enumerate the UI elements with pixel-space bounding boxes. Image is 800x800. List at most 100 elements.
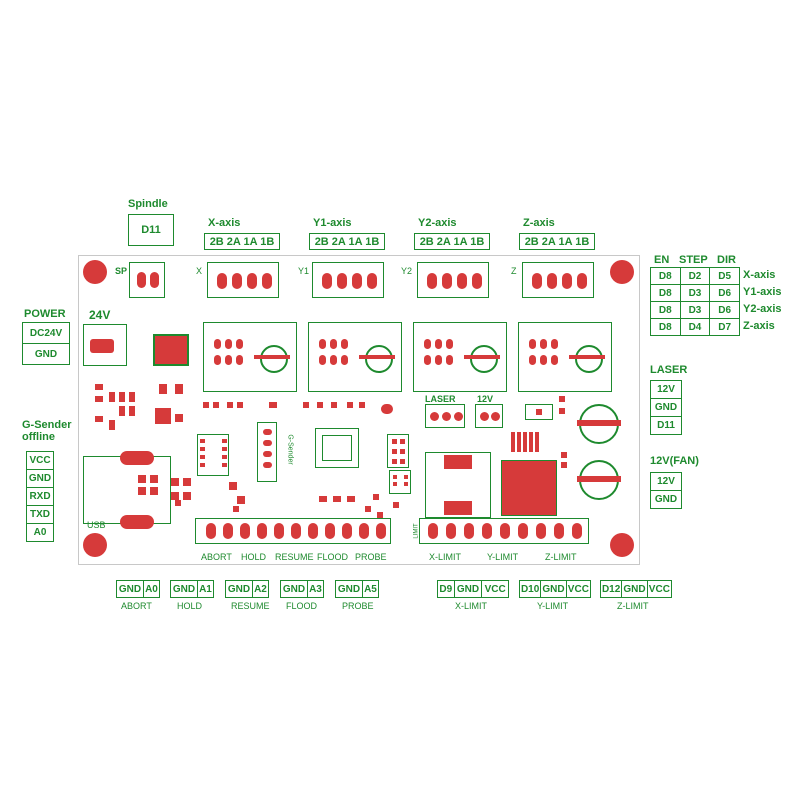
- silk-z: Z: [511, 266, 517, 276]
- row-axis-label: X-axis: [743, 269, 776, 281]
- pin-cell: A2: [251, 580, 270, 598]
- inductor-l1: [425, 452, 491, 518]
- pin-cell: VCC: [565, 580, 592, 598]
- capacitor-c2: [153, 334, 189, 366]
- mounting-hole: [610, 533, 634, 557]
- laser-pins: 12V GND D11: [650, 380, 682, 435]
- y2-axis-pins: 2B 2A 1A 1B: [414, 233, 490, 250]
- fan-pins: 12V GND: [650, 472, 682, 509]
- gsender-pins: VCC GND RXD TXD A0: [26, 451, 54, 542]
- x-axis-pins: 2B 2A 1A 1B: [204, 233, 280, 250]
- y1-motor-connector: [312, 262, 384, 298]
- silk-y-limit: Y-LIMIT: [487, 552, 519, 562]
- pin-cell: 12V: [650, 380, 682, 399]
- pin-cell: D5: [709, 267, 740, 285]
- power-title: POWER: [24, 308, 66, 320]
- y1-axis-pins: 2B 2A 1A 1B: [309, 233, 385, 250]
- silk-z-limit: Z-LIMIT: [545, 552, 577, 562]
- pin-cell: A1: [196, 580, 215, 598]
- silk-y1: Y1: [298, 266, 310, 276]
- gsender-header: [257, 422, 277, 482]
- laser-connector: [425, 404, 465, 428]
- pin-cell: GND: [335, 580, 363, 598]
- probe-label: PROBE: [342, 601, 374, 611]
- pin-cell: 12V: [650, 472, 682, 491]
- pin-cell: GND: [116, 580, 144, 598]
- y2-axis-title: Y2-axis: [418, 217, 457, 229]
- regulator-chip: [501, 460, 557, 516]
- pin-cell: A3: [306, 580, 325, 598]
- pin-cell: GND: [26, 469, 54, 488]
- spindle-title: Spindle: [128, 198, 168, 210]
- silk-x: X: [196, 266, 203, 276]
- laser-title: LASER: [650, 364, 688, 376]
- pin-cell: D2: [679, 267, 711, 285]
- pin-cell: A0: [26, 523, 54, 542]
- pin-cell: D8: [650, 318, 681, 336]
- pin-cell: DC24V: [22, 322, 70, 344]
- row-axis-label: Y1-axis: [743, 286, 782, 298]
- silk-usb: USB: [87, 520, 106, 530]
- driver-module-y1: [308, 322, 402, 392]
- mcu-chip: [315, 428, 359, 468]
- driver-module-y2: [413, 322, 507, 392]
- resume-label: RESUME: [231, 601, 270, 611]
- abort-label: ABORT: [121, 601, 152, 611]
- pin-cell: D8: [650, 284, 681, 302]
- pcb-board: SP X Y1 Y2 Z 24V: [78, 255, 640, 565]
- pin-cell: GND: [621, 580, 648, 598]
- silk-y2: Y2: [401, 266, 413, 276]
- pad: [137, 272, 146, 288]
- pin-cell: A0: [142, 580, 161, 598]
- pin-cell: GND: [650, 490, 682, 509]
- mounting-hole: [83, 260, 107, 284]
- pin-cell: GND: [650, 398, 682, 417]
- pin-cell: RXD: [26, 487, 54, 506]
- fan-connector: [475, 404, 503, 428]
- pin-cell: VCC: [26, 451, 54, 470]
- pin-cell: D11: [650, 416, 682, 435]
- input-header: [195, 518, 391, 544]
- z-limit-label: Z-LIMIT: [617, 601, 649, 611]
- y2-motor-connector: [417, 262, 489, 298]
- y-limit-label: Y-LIMIT: [537, 601, 569, 611]
- pin-cell: VCC: [481, 580, 509, 598]
- silk-x-limit: X-LIMIT: [429, 552, 462, 562]
- pin-cell: GND: [540, 580, 567, 598]
- silk-gsender: G-Sender: [286, 434, 294, 465]
- chip-u4: [197, 434, 229, 476]
- pin-cell: D10: [518, 580, 542, 598]
- fan-title: 12V(FAN): [650, 455, 699, 467]
- silk-12v: 12V: [477, 394, 494, 404]
- gsender-title: G-Sender offline: [22, 419, 72, 443]
- power-pins: DC24V GND: [22, 322, 70, 365]
- diode-d1: [525, 404, 553, 420]
- hold-label: HOLD: [177, 601, 203, 611]
- dir-header: DIR: [717, 254, 736, 266]
- pin-cell: GND: [280, 580, 308, 598]
- pin-cell: D3: [679, 284, 711, 302]
- chip-u1: [389, 470, 411, 494]
- x-axis-title: X-axis: [208, 217, 241, 229]
- pin-cell: D7: [709, 318, 740, 336]
- en-header: EN: [654, 254, 670, 266]
- y1-axis-title: Y1-axis: [313, 217, 352, 229]
- pin-cell: D3: [679, 301, 711, 319]
- pin-cell: GND: [453, 580, 483, 598]
- driver-module-z: [518, 322, 612, 392]
- capacitor-c3: [577, 460, 621, 500]
- pin-cell: D8: [650, 301, 681, 319]
- limit-header: [419, 518, 589, 544]
- pin-cell: D12: [599, 580, 623, 598]
